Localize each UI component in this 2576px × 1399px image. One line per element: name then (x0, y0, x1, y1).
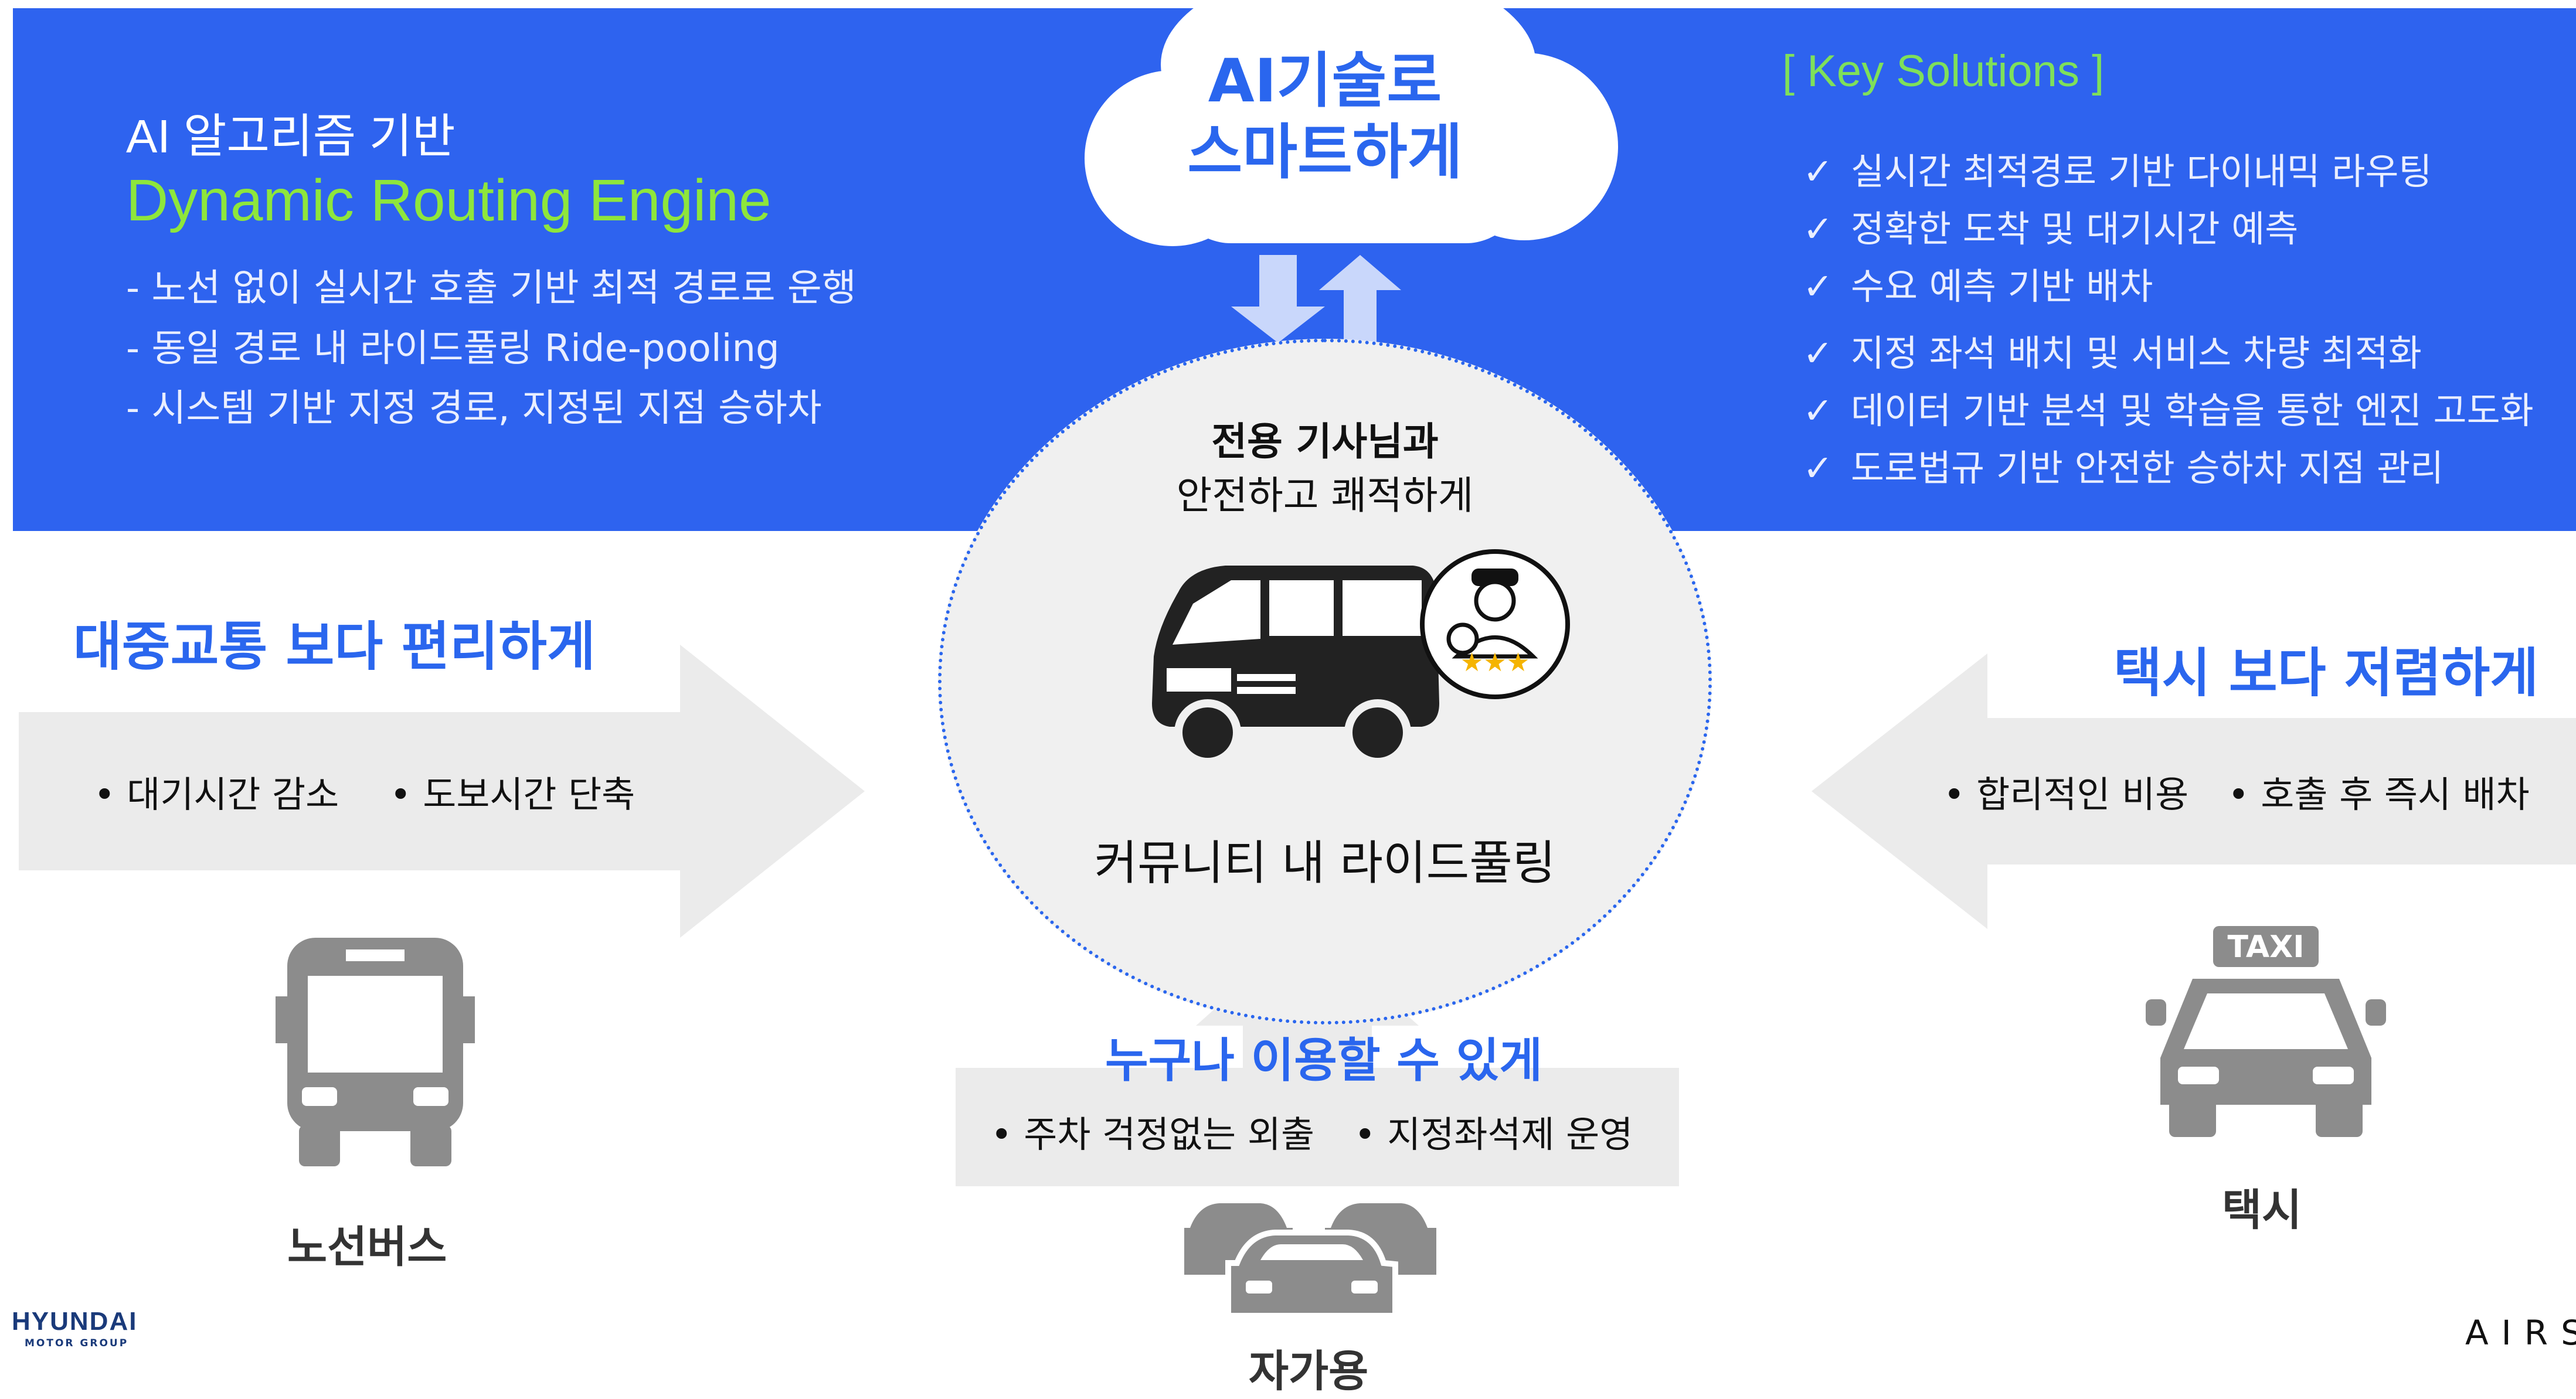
driver-badge-icon: ★★★ (1420, 549, 1570, 699)
right-bullet: • 호출 후 즉시 배차 (2228, 773, 2530, 816)
left-arrow-shape (19, 645, 865, 938)
bottom-box (956, 1068, 1679, 1186)
cloud-line-1: AI기술로 (1208, 46, 1442, 116)
key-solution-text: 실시간 최적경로 기반 다이내믹 라우팅 (1851, 150, 2432, 193)
right-bullet: • 합리적인 비용 (1943, 773, 2189, 816)
right-section-title: 택시 보다 저렴하게 (2113, 642, 2539, 704)
hyundai-logo: HYUNDAI (12, 1307, 138, 1336)
key-solution-item: ✓ 도로법규 기반 안전한 승하차 지점 관리 (1803, 438, 2444, 491)
taxi-icon: TAXI (2146, 926, 2386, 1137)
key-solution-item: ✓ 데이터 기반 분석 및 학습을 통한 엔진 고도화 (1803, 381, 2534, 434)
bus-label: 노선버스 (287, 1222, 447, 1272)
key-solution-item: ✓ 수요 예측 기반 배차 (1803, 257, 2153, 309)
center-footer: 커뮤니티 내 라이드풀링 (1094, 836, 1556, 890)
taxi-label: 택시 (2222, 1185, 2302, 1235)
check-icon: ✓ (1803, 332, 1833, 375)
check-icon: ✓ (1803, 150, 1833, 193)
key-solutions-title: [ Key Solutions ] (1782, 46, 2105, 96)
check-icon: ✓ (1803, 389, 1833, 432)
sync-arrows-icon (1231, 255, 1401, 343)
airs-logo: AIRS (2465, 1313, 2576, 1353)
svg-text:★★★: ★★★ (1460, 648, 1530, 678)
cars-icon (1184, 1203, 1436, 1319)
center-subheading: 안전하고 쾌적하게 (1176, 473, 1474, 518)
key-solution-item: ✓ 정확한 도착 및 대기시간 예측 (1803, 199, 2298, 252)
bottom-section-title: 누구나 이용할 수 있게 (1105, 1033, 1542, 1088)
key-solution-text: 데이터 기반 분석 및 학습을 통한 엔진 고도화 (1851, 389, 2534, 432)
cloud-icon (1085, 0, 1618, 246)
right-arrow-shape (1812, 653, 2576, 929)
hyundai-logo-sub: MOTOR GROUP (25, 1337, 129, 1349)
check-icon: ✓ (1803, 447, 1833, 489)
key-solution-item: ✓ 지정 좌석 배치 및 서비스 차량 최적화 (1803, 324, 2422, 376)
check-icon: ✓ (1803, 207, 1833, 250)
center-heading: 전용 기사님과 (1211, 419, 1439, 464)
key-solution-text: 수요 예측 기반 배차 (1851, 265, 2153, 308)
check-icon: ✓ (1803, 265, 1833, 308)
key-solution-text: 도로법규 기반 안전한 승하차 지점 관리 (1851, 447, 2444, 489)
bottom-bullet: • 지정좌석제 운영 (1354, 1113, 1633, 1156)
key-solution-text: 정확한 도착 및 대기시간 예측 (1851, 207, 2299, 250)
key-solution-text: 지정 좌석 배치 및 서비스 차량 최적화 (1851, 332, 2422, 375)
engine-bullet: - 동일 경로 내 라이드풀링 Ride-pooling (126, 327, 780, 370)
left-bullet: • 도보시간 단축 (390, 773, 635, 816)
key-solution-item: ✓ 실시간 최적경로 기반 다이내믹 라우팅 (1803, 142, 2432, 195)
engine-subtitle: AI 알고리즘 기반 (126, 110, 456, 162)
car-label: 자가용 (1249, 1346, 1369, 1397)
left-bullet: • 대기시간 감소 (94, 773, 339, 816)
cloud-text: AI기술로 스마트하게 (1143, 46, 1507, 189)
van-icon (1152, 566, 1439, 766)
engine-bullet: - 노선 없이 실시간 호출 기반 최적 경로로 운행 (126, 267, 857, 310)
left-section-title: 대중교통 보다 편리하게 (73, 616, 596, 678)
engine-bullet: - 시스템 기반 지정 경로, 지정된 지점 승하차 (126, 387, 822, 430)
bottom-bullet: • 주차 걱정없는 외출 (991, 1113, 1315, 1156)
cloud-line-2: 스마트하게 (1187, 118, 1463, 188)
taxi-sign-text: TAXI (2227, 930, 2304, 965)
bus-icon (276, 938, 475, 1166)
engine-title: Dynamic Routing Engine (126, 168, 772, 233)
